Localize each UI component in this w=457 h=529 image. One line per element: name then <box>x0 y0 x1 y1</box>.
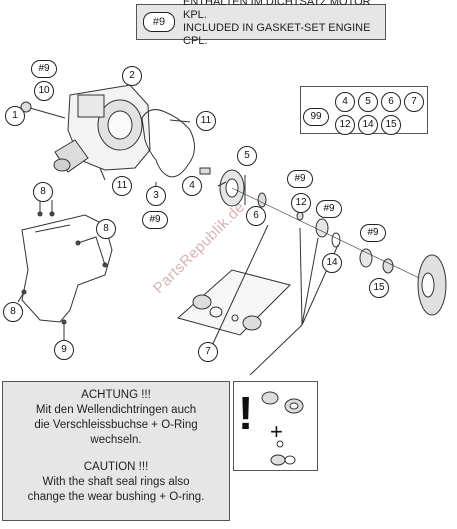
kit-note-line-en: INCLUDED IN GASKET-SET ENGINE CPL. <box>183 22 371 47</box>
kit-tag-gasket[interactable]: #9 <box>142 211 168 229</box>
group-item-14[interactable]: 14 <box>358 115 378 135</box>
kit-note-text: ENTHALTEN IM DICHTSATZ MOTOR KPL. INCLUD… <box>175 0 385 48</box>
gasket-part <box>141 109 195 178</box>
caution-line-en-1: With the shaft seal rings also <box>42 476 190 488</box>
callout-14[interactable]: 14 <box>322 253 342 273</box>
callout-4[interactable]: 4 <box>182 176 202 196</box>
seal-parts-icon <box>261 391 304 466</box>
callout-9[interactable]: 9 <box>54 340 74 360</box>
callout-2[interactable]: 2 <box>122 66 142 86</box>
callout-8-right[interactable]: 8 <box>96 219 116 239</box>
callout-11-lower[interactable]: 11 <box>112 176 132 196</box>
callout-7[interactable]: 7 <box>198 342 218 362</box>
caution-title-en: CAUTION !!! <box>83 461 149 473</box>
callout-11-right[interactable]: 11 <box>196 111 216 131</box>
callout-3[interactable]: 3 <box>146 186 166 206</box>
kit-note-box: #9 ENTHALTEN IM DICHTSATZ MOTOR KPL. INC… <box>136 0 386 47</box>
kit-tag-cover[interactable]: #9 <box>31 60 57 78</box>
exclamation-icon: ! <box>238 387 254 439</box>
caution-line-de-3: wechseln. <box>90 434 142 446</box>
group-item-6[interactable]: 6 <box>381 92 401 112</box>
group-item-15[interactable]: 15 <box>381 115 401 135</box>
dowel-pin-part <box>199 167 211 175</box>
callout-6[interactable]: 6 <box>246 206 266 226</box>
caution-box: ACHTUNG !!! Mit den Wellendichtringen au… <box>2 381 230 521</box>
drive-gear-part <box>417 254 447 316</box>
caution-line-en-2: change the wear bushing + O-ring. <box>27 491 205 503</box>
seal-kit-panel <box>176 269 291 336</box>
callout-12[interactable]: 12 <box>291 193 311 213</box>
callout-10[interactable]: 10 <box>34 81 54 101</box>
kit-tag-seal-2[interactable]: #9 <box>360 224 386 242</box>
caution-line-de-2: die Verschleissbuchse + O-Ring <box>34 419 198 431</box>
group-label-99[interactable]: 99 <box>303 108 329 126</box>
kit-note-line-de: ENTHALTEN IM DICHTSATZ MOTOR KPL. <box>183 0 371 21</box>
callout-8-left[interactable]: 8 <box>3 302 23 322</box>
screw-part <box>20 101 66 119</box>
group-item-7[interactable]: 7 <box>404 92 424 112</box>
callout-8-top[interactable]: 8 <box>33 182 53 202</box>
caution-line-de-1: Mit den Wellendichtringen auch <box>35 404 197 416</box>
callout-5[interactable]: 5 <box>237 146 257 166</box>
plus-icon: + <box>270 419 283 444</box>
group-item-12[interactable]: 12 <box>335 115 355 135</box>
caution-title-de: ACHTUNG !!! <box>81 389 151 401</box>
kit-tag-seal-1[interactable]: #9 <box>316 200 342 218</box>
kit-tag: #9 <box>143 12 175 32</box>
kit-tag-shaft-ring[interactable]: #9 <box>287 170 313 188</box>
group-item-5[interactable]: 5 <box>358 92 378 112</box>
group-item-4[interactable]: 4 <box>335 92 355 112</box>
callout-1[interactable]: 1 <box>5 106 25 126</box>
callout-15[interactable]: 15 <box>369 278 389 298</box>
warning-illustration: ! + <box>233 381 318 471</box>
pump-cover-part <box>53 84 151 173</box>
